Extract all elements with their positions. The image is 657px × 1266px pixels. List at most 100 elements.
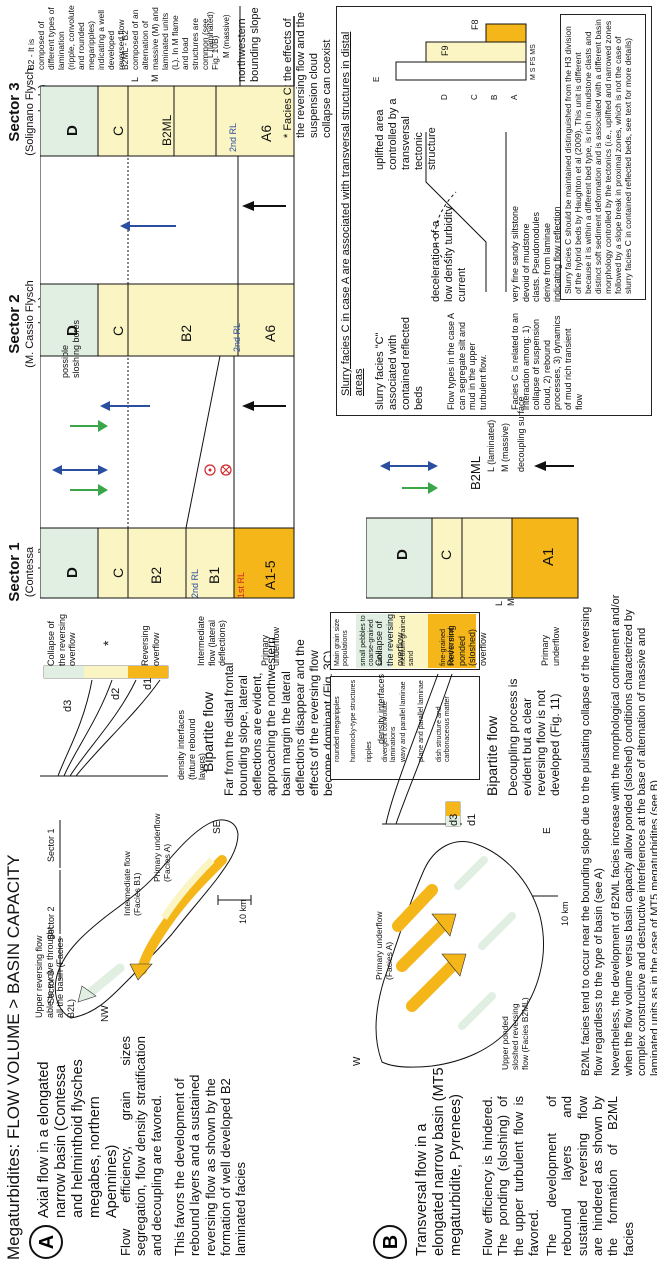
b-L: L [494,600,504,606]
panel-b-basin-map [375,841,558,1068]
s3-A6: A6 [258,124,274,142]
panel-a-heading: Axial flow in a elongated narrow basin (… [36,1059,121,1218]
b-massive: M (massive) [500,423,510,472]
b-reversing-label: Reversing ponded (sloshed) overflow [446,625,488,666]
svg-text:A: A [36,1235,58,1249]
nw-bounding-slope: northwestern bounding slope [236,7,261,82]
legend-s3: ripples [366,741,373,762]
s2-C: C [110,325,126,336]
slurry-cross-section [425,132,507,292]
panel-b-para2: The development of rebound layers and su… [544,1096,636,1256]
s2-D: D [64,325,81,336]
b-D: D [394,549,411,560]
bipartite-b-title: Bipartite flow [484,715,500,796]
s1-B2: B2 [148,566,164,584]
legend-g-head: Main grain size populations [334,618,350,666]
a-massive: M (massive) [222,14,231,58]
slurry-colB: B [490,94,499,100]
svg-text:B: B [380,1235,402,1249]
bipartite-b-text: Decoupling process is evident but a clea… [506,678,563,796]
bipartite-b-density: density interfaces [376,673,386,744]
b-laminated: L (laminated) [486,419,496,472]
bipartite-a-d3: d3 [62,699,74,712]
s1-rl2: 2nd RL [190,568,200,598]
s1-D: D [64,567,81,578]
panel-b-bottom1: B2ML facies tend to occur near the bound… [580,606,605,1076]
bipartite-a-d1: d1 [142,677,154,690]
s1-A15: A1-5 [262,560,278,590]
facies-c-note: * Facies C: the effects of the reversing… [282,12,333,138]
map-b-primary: Primary underflow (Facies A) [374,911,395,981]
sector-primary-label: Primary underflow [260,626,281,666]
b-C: C [438,549,454,560]
bipartite-flow-a-diagram [40,665,169,777]
slurry-f8: F8 [470,19,480,30]
slurry-note-text: Slurry facies C should be maintained dis… [563,19,634,294]
slurry-decel: deceleration of a low density turbidity … [430,206,468,302]
slurry-silt: very fine sandy siltstone devoid of muds… [510,205,563,302]
s3-L: L [130,76,140,82]
s1-C: C [110,567,126,578]
bipartite-b-d1: d1 [466,813,478,826]
map-a-se: SE [212,820,223,834]
map-a-primary: Primary underflow (Facies A) [152,813,173,883]
map-a-sector3: Sector 3 [46,970,56,1004]
s3-M: M [150,74,160,83]
s3-D: D [64,125,81,136]
panel-a-para1: Flow efficiency, grain sizes segregation… [118,1036,164,1256]
slurry-f9: F9 [440,45,450,56]
panel-a-badge: A [29,1225,63,1259]
sector-star: * [100,640,116,646]
b-A1: A1 [540,547,557,566]
map-b-e: E [542,827,553,834]
map-a-scale: 10 km [238,899,248,924]
bipartite-a-d2: d2 [110,687,122,700]
panel-a-para2: This favors the development of rebound l… [172,1074,249,1256]
b-b2ml: B2ML [468,456,483,490]
slurry-scale: M S FS MS [530,44,537,80]
s3-b2ml: B2ML [160,114,174,146]
s2-rl2: 2nd RL [232,322,242,352]
panel-b-bottom2: Nevertheless, the development of B2ML fa… [610,594,657,1076]
sector3-title: Sector 3 [6,82,23,142]
sector-intermediate-label: Intermediate flow (lateral deflections) [196,615,228,666]
map-a-sector2: Sector 2 [46,906,56,940]
legend-s1: rounded megaripples [334,696,341,762]
slurry-title: Slurry facies C in case A are associated… [340,31,365,396]
sector-reversing-label: Reversing overflow [140,625,161,666]
b-M: M [506,598,516,607]
map-b-scale: 10 km [560,901,570,926]
slurry-s2: Flow types in the case A can segregate s… [446,313,488,410]
map-a-intermediate: Intermediate flow (Facies B1) [122,851,143,916]
map-a-sector1: Sector 1 [46,828,56,862]
panel-b-heading: Transversal flow in a elongated narrow b… [414,1067,465,1256]
map-b-upper: Upper ponded sloshed reversing flow (Fac… [500,997,531,1070]
map-b-w: W [352,1056,363,1066]
slurry-colD: D [440,94,449,100]
sector2-title: Sector 2 [6,294,23,354]
sector1-title: Sector 1 [6,542,23,602]
s2-B2: B2 [178,324,194,342]
panel-b-badge: B [373,1225,407,1259]
slurry-e: E [372,76,381,82]
s1-rl1: 1st RL [236,571,246,598]
bipartite-b-d3: d3 [448,813,460,826]
s3-C: C [110,125,126,136]
bipartite-a-title: Bipartite flow [200,691,216,772]
panel-a-basin-map [54,819,252,1019]
legend-s2: hummocky-type structures [350,679,357,762]
sector-collapse-label: Collapse of the reversing overflow [46,613,78,666]
slurry-s3: Facies C is related to an interaction am… [510,312,584,410]
b-collapse-label: Collapse of the reversing overflow [374,613,406,666]
sector-columns-diagram [40,6,295,599]
panel-b-column-diagram [366,461,579,599]
s1-B1: B1 [206,566,222,584]
slurry-uplift: uplifted area controlled by a transversa… [374,98,438,170]
slurry-colA: A [510,94,519,100]
bipartite-flow-b-diagram [382,673,462,827]
b-primary-label: Primary underflow [540,626,561,666]
slurry-s1: slurry facies "C" associated with contai… [374,317,425,410]
panel-b-para1: Flow efficiency is hindered. The ponding… [480,1096,541,1256]
map-a-nw: NW [100,1005,111,1022]
s3-rl2: 2nd RL [228,122,238,152]
